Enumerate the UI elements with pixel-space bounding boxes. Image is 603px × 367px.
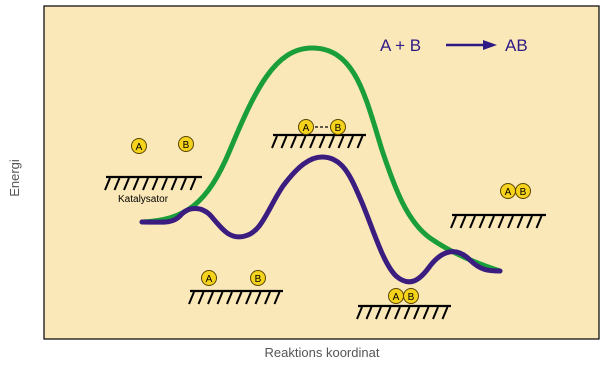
reaction-arrow bbox=[446, 40, 497, 50]
surface-transition-state bbox=[271, 133, 366, 149]
equation-reactants: A + B bbox=[380, 36, 421, 55]
diagram-panel bbox=[43, 5, 600, 340]
surface-intermediate-reactants bbox=[188, 289, 283, 305]
catalyzed-energy-curve bbox=[139, 154, 503, 285]
molecule-label: B bbox=[520, 187, 527, 198]
x-axis-label: Reaktions koordinat bbox=[265, 345, 380, 360]
y-axis-label: Energi bbox=[7, 159, 22, 197]
molecule-a-adsorbed: A bbox=[201, 270, 217, 286]
molecule-label: A bbox=[303, 123, 310, 134]
molecule-label: A bbox=[393, 292, 400, 303]
surface-product-right bbox=[450, 213, 546, 229]
molecule-a-product: A bbox=[500, 183, 516, 199]
molecule-label: A bbox=[206, 274, 213, 285]
surface-intermediate-product bbox=[356, 304, 451, 320]
molecule-label: A bbox=[136, 142, 143, 153]
molecule-b-free: B bbox=[178, 136, 194, 152]
molecule-a-free: A bbox=[131, 138, 147, 154]
uncatalyzed-energy-curve bbox=[139, 45, 503, 274]
molecule-b-product: B bbox=[515, 183, 531, 199]
molecule-b-transition: B bbox=[330, 119, 346, 135]
molecule-label: B bbox=[183, 140, 190, 151]
molecule-a-transition: A bbox=[298, 119, 314, 135]
catalyst-label: Katalysator bbox=[118, 194, 169, 205]
molecule-b-adsorbed: B bbox=[250, 270, 266, 286]
molecule-a-bound: A bbox=[388, 288, 404, 304]
molecule-label: A bbox=[505, 187, 512, 198]
equation-product: AB bbox=[505, 36, 528, 55]
surface-reactants-left bbox=[104, 175, 202, 191]
molecule-label: B bbox=[408, 292, 415, 303]
molecule-label: B bbox=[335, 123, 342, 134]
molecule-label: B bbox=[255, 274, 262, 285]
molecule-b-bound: B bbox=[403, 288, 419, 304]
